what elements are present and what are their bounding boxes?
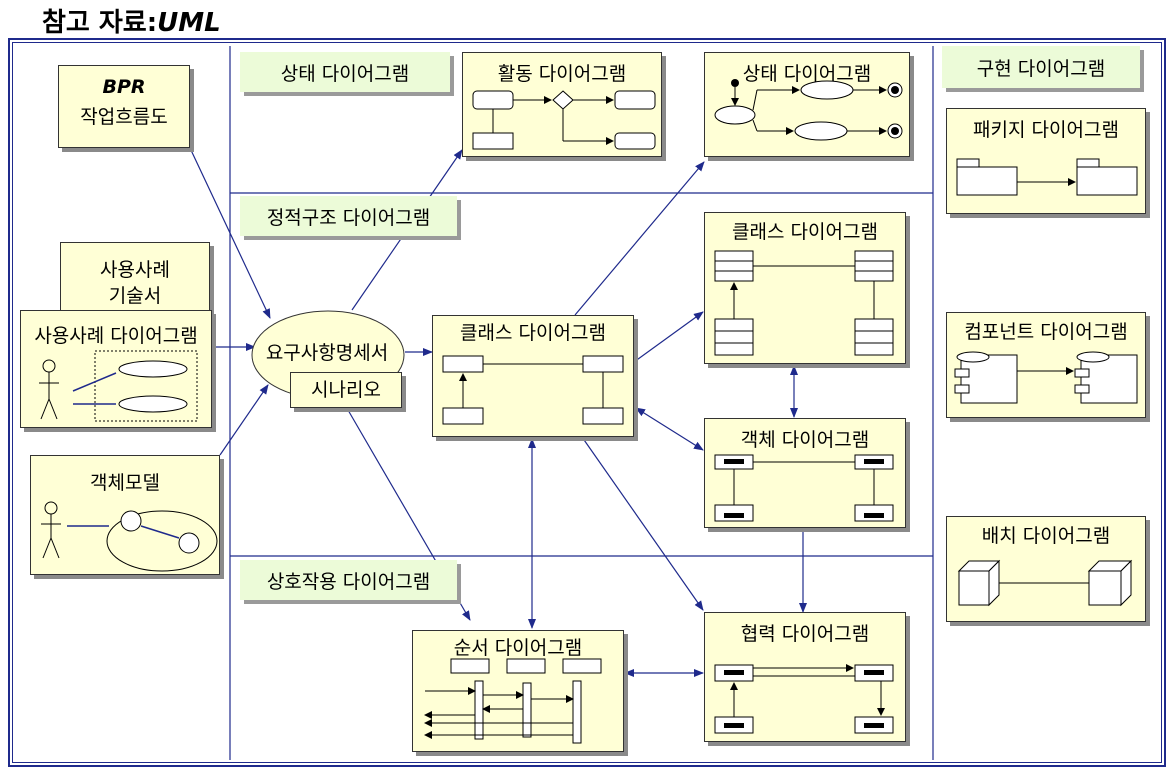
component-diagram-title: 컴포넌트 다이어그램 <box>964 321 1128 343</box>
region-label-static: 정적구조 다이어그램 <box>240 196 457 236</box>
usecase-diagram-box: 사용사례 다이어그램 <box>20 310 212 428</box>
collaboration-diagram-box: 협력 다이어그램 <box>704 612 906 742</box>
scenario-label: 시나리오 <box>311 379 381 401</box>
deployment-diagram-sketch <box>957 559 1133 607</box>
object-model-box: 객체모델 <box>30 455 220 575</box>
object-diagram-title: 객체 다이어그램 <box>740 429 870 451</box>
class-right-sketch <box>714 250 894 356</box>
object-model-title: 객체모델 <box>90 472 160 494</box>
region-label-interaction: 상호작용 다이어그램 <box>240 560 457 600</box>
object-model-sketch <box>41 501 218 572</box>
region-label-state: 상태 다이어그램 <box>240 52 450 92</box>
package-diagram-sketch <box>956 158 1138 196</box>
statechart-diagram-box: 상태 다이어그램 <box>704 52 910 157</box>
object-diagram-sketch <box>714 454 894 522</box>
usecase-desc-line1: 사용사례 <box>100 259 170 281</box>
usecase-diagram-title: 사용사례 다이어그램 <box>34 325 198 347</box>
bpr-label: BPR <box>102 76 146 98</box>
sequence-diagram-title: 순서 다이어그램 <box>453 637 583 659</box>
component-diagram-sketch <box>954 351 1138 404</box>
package-diagram-box: 패키지 다이어그램 <box>946 108 1146 214</box>
class-diagram-right-box: 클래스 다이어그램 <box>704 212 906 364</box>
usecase-description-box: 사용사례 기술서 <box>60 242 210 312</box>
bpr-workflow-box: BPR 작업흐름도 <box>58 65 190 148</box>
workflow-label: 작업흐름도 <box>80 106 168 128</box>
sequence-diagram-box: 순서 다이어그램 <box>412 630 624 752</box>
class-center-sketch <box>442 355 624 425</box>
scenario-box: 시나리오 <box>290 372 402 408</box>
deployment-diagram-box: 배치 다이어그램 <box>946 516 1146 622</box>
activity-diagram-title: 활동 다이어그램 <box>497 63 627 85</box>
object-diagram-box: 객체 다이어그램 <box>704 418 906 528</box>
diagram-frame-inner <box>12 42 1162 763</box>
usecase-diagram-sketch <box>39 350 198 422</box>
page-title: 참고 자료:UML <box>42 8 221 38</box>
region-label-implementation: 구현 다이어그램 <box>942 46 1140 88</box>
activity-diagram-sketch <box>472 90 656 150</box>
class-diagram-center-title: 클래스 다이어그램 <box>460 322 606 344</box>
component-diagram-box: 컴포넌트 다이어그램 <box>946 312 1146 418</box>
collaboration-diagram-title: 협력 다이어그램 <box>740 623 870 645</box>
requirements-label: 요구사항명세서 <box>265 342 389 364</box>
package-diagram-title: 패키지 다이어그램 <box>973 119 1119 141</box>
usecase-desc-line2: 기술서 <box>108 285 162 307</box>
statechart-sketch <box>714 79 903 141</box>
sequence-diagram-sketch <box>424 658 602 744</box>
activity-diagram-box: 활동 다이어그램 <box>462 52 662 157</box>
collaboration-sketch <box>714 664 894 734</box>
deployment-diagram-title: 배치 다이어그램 <box>981 525 1111 547</box>
statechart-diagram-title: 상태 다이어그램 <box>742 63 872 85</box>
class-diagram-right-title: 클래스 다이어그램 <box>732 221 878 243</box>
class-diagram-center-box: 클래스 다이어그램 <box>432 315 634 437</box>
diagram-frame <box>8 38 1166 767</box>
